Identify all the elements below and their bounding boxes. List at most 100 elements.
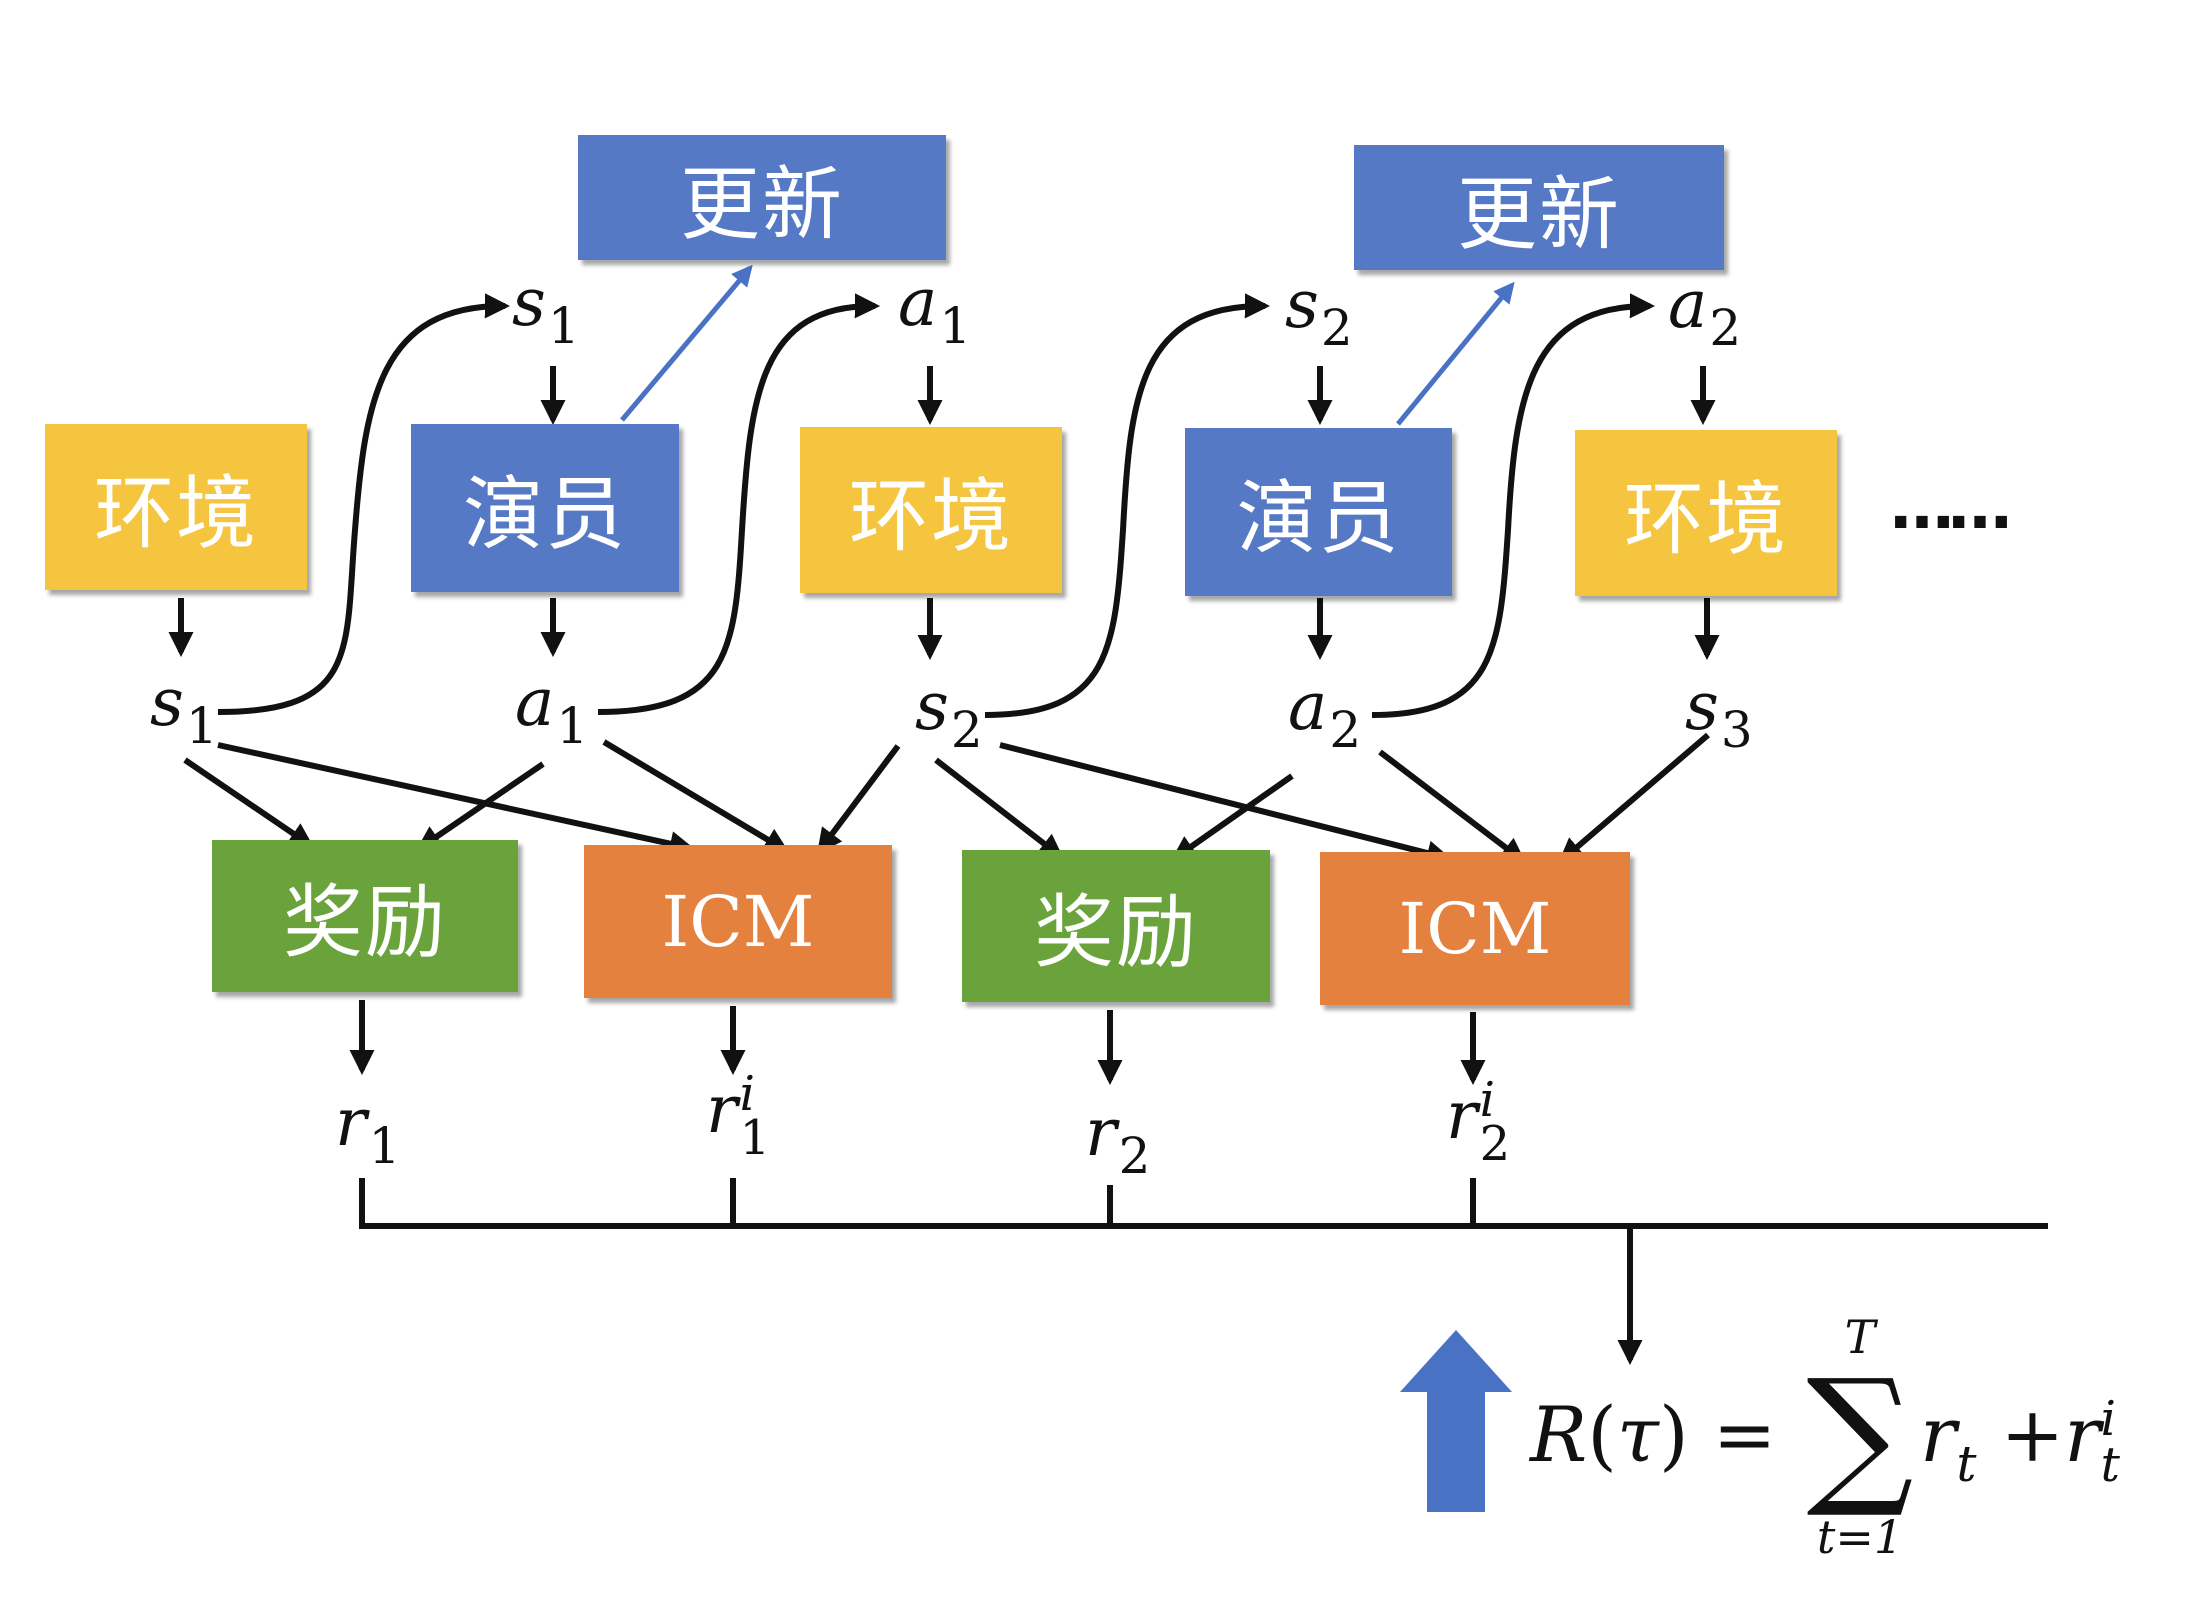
var-s2-mid: s2 — [915, 674, 983, 756]
var-a2-mid-base: a — [1288, 668, 1328, 745]
var-r1i-base: r — [706, 1071, 738, 1149]
arrow-actor2-to-update2 — [1396, 281, 1515, 426]
var-s1-mid-sub: 1 — [185, 697, 218, 755]
var-r2: r2 — [1085, 1100, 1150, 1182]
formula-open-paren: ( — [1587, 1390, 1617, 1479]
env-box-3: 环境 — [1575, 430, 1837, 596]
arrow-s2-to-icm2 — [999, 742, 1452, 866]
icm-box-2-label: ICM — [1398, 887, 1552, 970]
arrow-a2-to-reward2 — [1170, 773, 1294, 861]
var-s2-mid-sub: 2 — [950, 701, 983, 759]
reward-box-2-label: 奖励 — [1034, 886, 1198, 979]
update-box-1: 更新 — [578, 135, 946, 260]
actor-box-2: 演员 — [1185, 428, 1452, 596]
var-s1-top-sub: 1 — [547, 297, 580, 355]
var-r2i-sub: 2 — [1479, 1116, 1511, 1173]
var-a2-top: a2 — [1668, 272, 1741, 354]
curve-s1-up — [217, 293, 511, 715]
var-r1i-sup: i — [739, 1066, 755, 1122]
update-box-1-label: 更新 — [680, 157, 844, 251]
var-s1-top: s1 — [512, 270, 580, 352]
reward-box-1-label: 奖励 — [283, 876, 447, 969]
big-up-arrow — [1400, 1330, 1512, 1512]
env-box-1: 环境 — [45, 424, 307, 590]
formula-R: R — [1530, 1390, 1588, 1479]
formula-sum-upper: T — [1844, 1310, 1876, 1364]
var-a2-top-base: a — [1668, 266, 1708, 343]
var-s3-mid-sub: 3 — [1720, 701, 1753, 759]
continuation-ellipsis: …… — [1890, 470, 2012, 544]
var-a2-mid-sub: 2 — [1329, 701, 1362, 759]
var-r2-sub: 2 — [1118, 1127, 1151, 1185]
formula-sum-lower: t=1 — [1816, 1510, 1904, 1564]
curve-a1-up — [597, 293, 881, 715]
var-a2-mid: a2 — [1288, 674, 1361, 756]
formula-term1-sub: t — [1956, 1435, 1977, 1493]
var-r1: r1 — [335, 1090, 400, 1172]
var-r2-base: r — [1085, 1094, 1117, 1171]
formula-equals: = — [1688, 1390, 1777, 1479]
var-r1-base: r — [335, 1084, 367, 1161]
var-a1-top: a1 — [898, 270, 971, 352]
reward-box-1: 奖励 — [212, 840, 518, 992]
arrow-s3-to-icm2 — [1558, 732, 1710, 864]
var-r1-sub: 1 — [368, 1117, 401, 1175]
actor-box-1: 演员 — [411, 424, 679, 592]
var-a1-mid-sub: 1 — [556, 697, 589, 755]
var-s1-mid: s1 — [150, 670, 218, 752]
curve-s2-up — [984, 293, 1271, 718]
env-box-2: 环境 — [800, 427, 1062, 593]
formula-sigma: ∑ — [1806, 1348, 1914, 1522]
var-s2-top: s2 — [1285, 272, 1353, 354]
env-box-2-label: 环境 — [849, 470, 1013, 563]
var-r2i-sup: i — [1479, 1072, 1495, 1128]
formula-tau: τ — [1616, 1390, 1659, 1479]
var-a1-mid: a1 — [515, 670, 588, 752]
formula-summation: T ∑ t=1 — [1800, 1310, 1920, 1564]
arrow-s1-to-icm1 — [217, 742, 695, 857]
var-s1-mid-base: s — [150, 664, 184, 741]
arrow-a1-to-icm1 — [602, 739, 790, 853]
arrow-actor1-to-update1 — [620, 264, 753, 422]
formula-close-paren: ) — [1658, 1390, 1689, 1479]
formula-lhs: R(τ) = — [1530, 1390, 1776, 1479]
var-s3-mid: s3 — [1685, 674, 1753, 756]
actor-box-2-label: 演员 — [1236, 472, 1401, 565]
reward-box-2: 奖励 — [962, 850, 1270, 1002]
var-r1i-sub: 1 — [739, 1110, 771, 1167]
var-s1-top-base: s — [512, 264, 546, 341]
var-a1-mid-base: a — [515, 664, 555, 741]
icm-box-2: ICM — [1320, 852, 1630, 1005]
arrow-s2-to-reward2 — [934, 757, 1064, 860]
arrow-a2-to-icm2 — [1378, 749, 1527, 864]
var-a1-top-base: a — [898, 264, 938, 341]
formula-term2-sup: i — [2100, 1391, 2116, 1448]
arrow-s1-to-reward1 — [183, 757, 315, 848]
formula-plus: + — [1976, 1390, 2065, 1479]
var-s2-top-sub: 2 — [1320, 299, 1353, 357]
env-box-3-label: 环境 — [1624, 473, 1788, 566]
update-box-2-label: 更新 — [1457, 167, 1621, 261]
arrow-s2-to-icm1 — [816, 744, 901, 855]
icm-box-1: ICM — [584, 845, 892, 998]
update-box-2: 更新 — [1354, 145, 1724, 270]
arrow-a1-to-reward1 — [415, 761, 545, 851]
var-a1-top-sub: 1 — [939, 297, 972, 355]
var-r2i-base: r — [1446, 1077, 1478, 1155]
curve-a2-up — [1371, 293, 1656, 718]
formula-term2-sub: t — [2100, 1437, 2120, 1493]
var-s3-mid-base: s — [1685, 668, 1719, 745]
var-s2-mid-base: s — [915, 668, 949, 745]
formula-term2-base: r — [2064, 1390, 2101, 1479]
var-s2-top-base: s — [1285, 266, 1319, 343]
actor-box-1-label: 演员 — [463, 468, 627, 561]
